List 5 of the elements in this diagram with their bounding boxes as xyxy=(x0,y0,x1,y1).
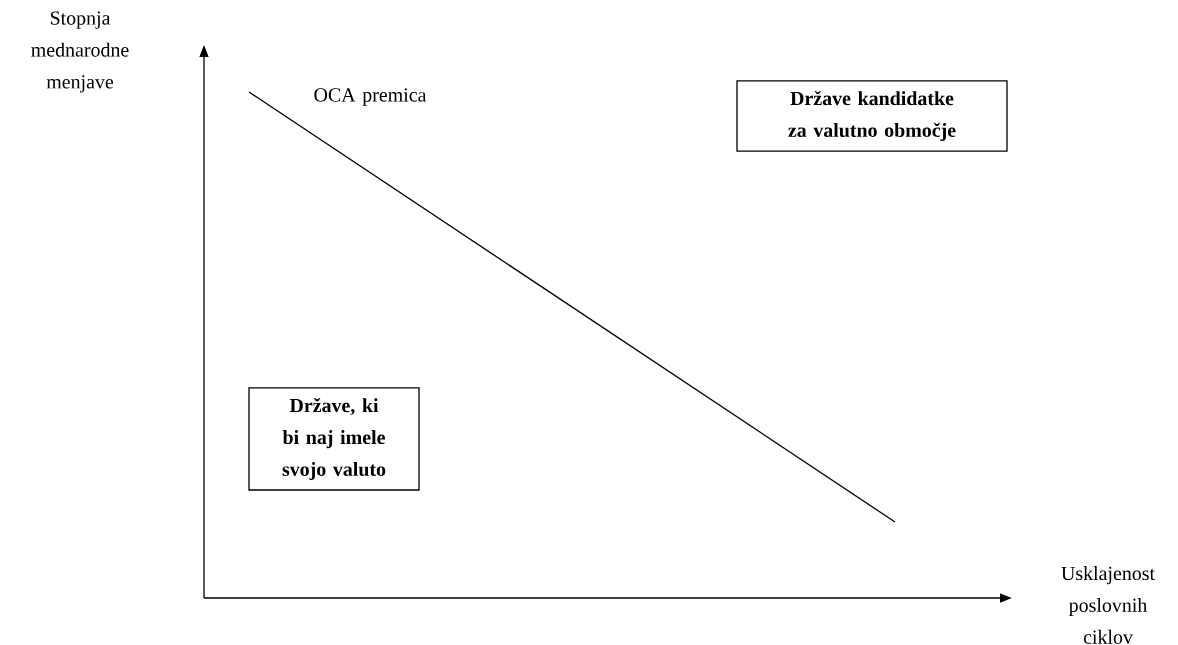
text-box: Države kandidatke za valutno območje xyxy=(736,80,1008,152)
text-box: Države, ki bi naj imele svojo valuto xyxy=(248,387,420,491)
axis-label: OCA premica xyxy=(314,88,427,106)
axis-label: Stopnja mednarodne menjave xyxy=(31,11,129,93)
axis-label: Usklajenost poslovnih ciklov xyxy=(1061,566,1155,644)
